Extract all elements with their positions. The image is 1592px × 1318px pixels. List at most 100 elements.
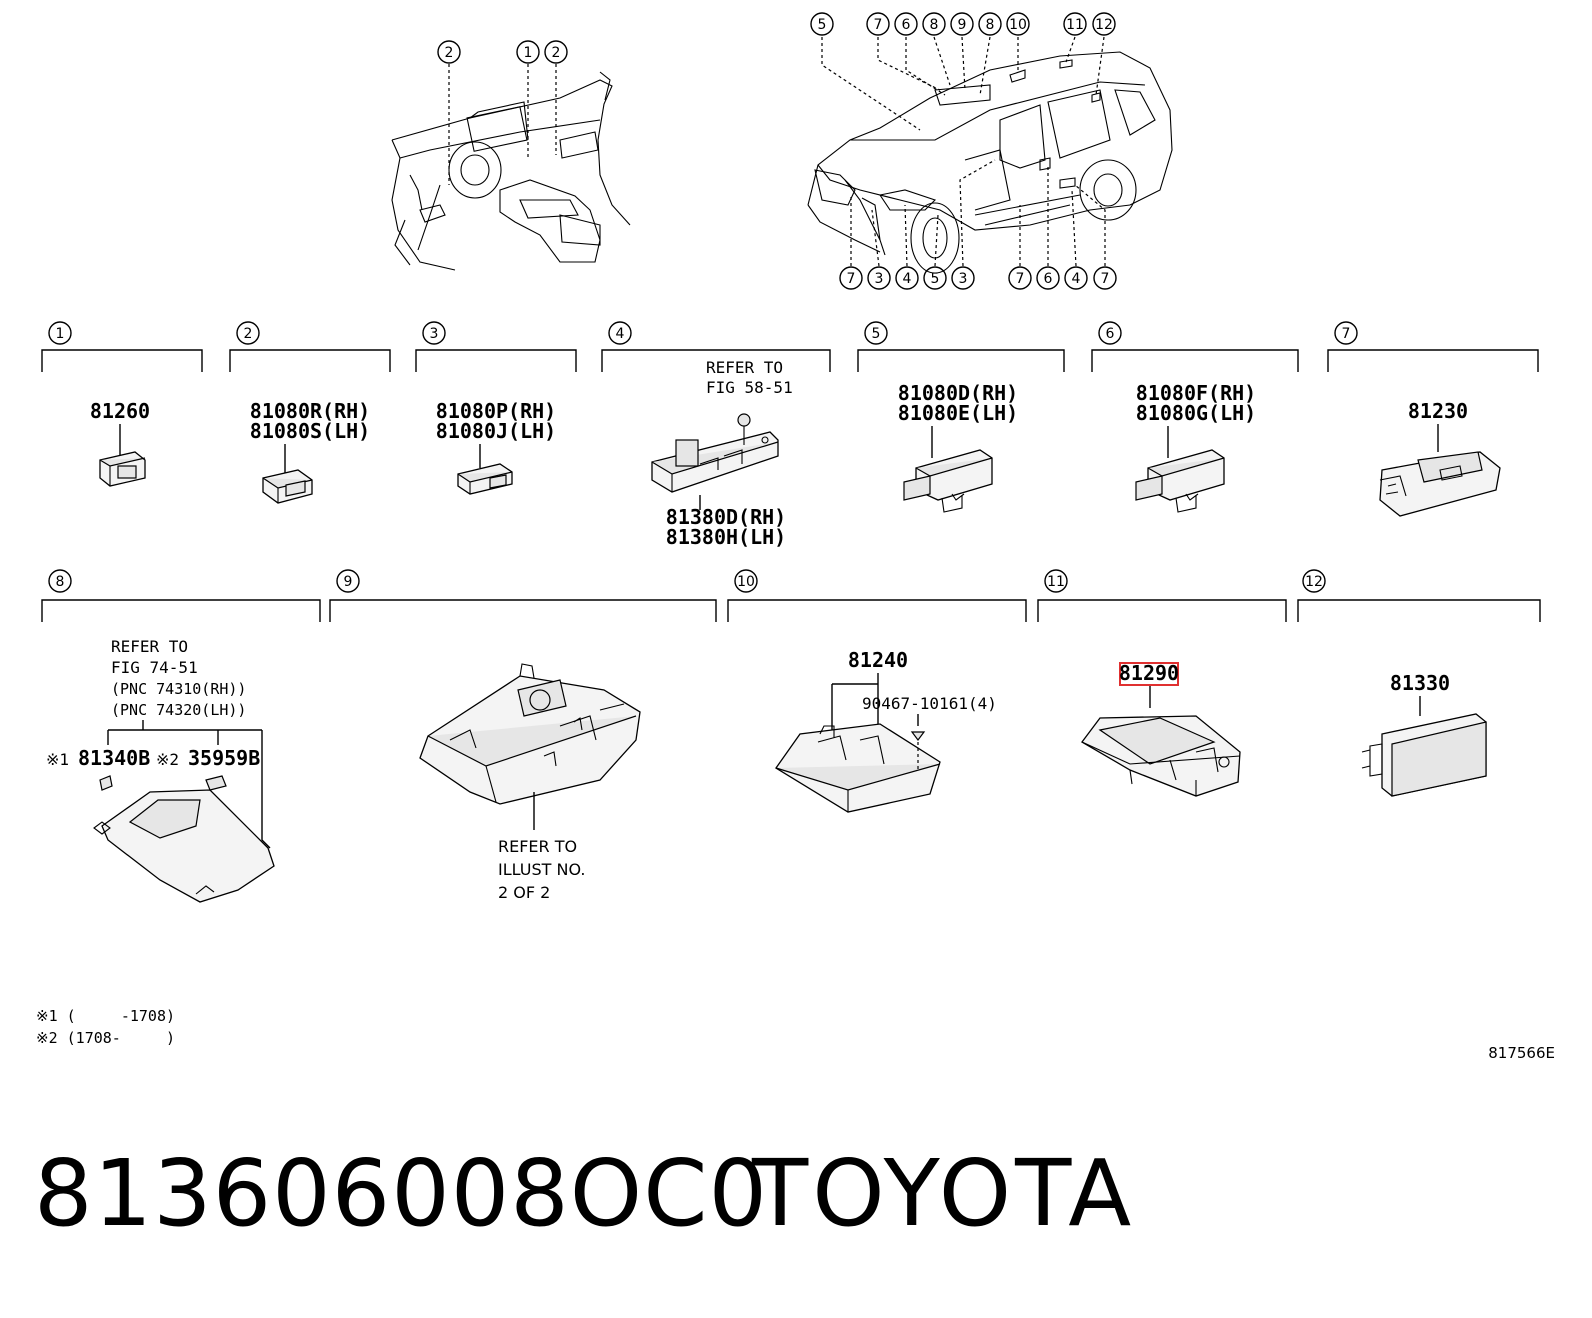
svg-text:10: 10 <box>737 574 755 590</box>
svg-text:1: 1 <box>524 45 533 61</box>
callout-badge: 6 <box>894 12 918 36</box>
interior-overview-drawing <box>391 71 631 271</box>
callout-badge: 3 <box>867 266 891 290</box>
part-number-81080D[interactable]: 81080D(RH) <box>898 381 1018 405</box>
svg-text:7: 7 <box>847 271 856 287</box>
group-3-part: 81080P(RH) 81080J(LH) <box>436 399 556 495</box>
svg-text:1: 1 <box>56 326 65 342</box>
part-number-35959B[interactable]: 35959B <box>188 746 260 770</box>
part-number-81240[interactable]: 81240 <box>848 648 908 672</box>
callout-badge: 9 <box>950 12 974 36</box>
row2-group-headers: 8 9 10 11 12 <box>41 569 1541 622</box>
svg-text:3: 3 <box>959 271 968 287</box>
part-number-81080P[interactable]: 81080P(RH) <box>436 399 556 423</box>
part-number-81290[interactable]: 81290 <box>1119 661 1179 685</box>
part-number-81230[interactable]: 81230 <box>1408 399 1468 423</box>
svg-text:4: 4 <box>903 271 912 287</box>
svg-text:4: 4 <box>1072 271 1081 287</box>
group-3-header: 3 <box>415 321 577 372</box>
figure-code: 817566E <box>1488 1044 1555 1062</box>
group-5-header: 5 <box>857 321 1065 372</box>
svg-text:2: 2 <box>445 45 454 61</box>
vehicle-top-callouts: 5 7 6 8 9 8 10 11 12 <box>810 12 1116 36</box>
callout-badge: 7 <box>1093 266 1117 290</box>
part-number-81260[interactable]: 81260 <box>90 399 150 423</box>
svg-text:11: 11 <box>1047 574 1065 590</box>
footer-brand: TOYOTA <box>752 1140 1136 1247</box>
svg-text:7: 7 <box>874 17 883 33</box>
part-81240-drawing <box>775 723 941 813</box>
svg-text:5: 5 <box>818 17 827 33</box>
callout-badge: 2 <box>544 40 568 64</box>
refer-fig-label[interactable]: FIG 74-51 <box>111 658 198 677</box>
part-number-81380H[interactable]: 81380H(LH) <box>666 525 786 549</box>
group-6-part: 81080F(RH) 81080G(LH) <box>1135 381 1256 513</box>
group-8-header: 8 <box>41 569 321 622</box>
svg-text:9: 9 <box>958 17 967 33</box>
group-11-part: 81290 <box>1081 661 1241 797</box>
footnotes: ※1 ( -1708) ※2 (1708- ) <box>36 1007 175 1047</box>
part-number-81080R[interactable]: 81080R(RH) <box>250 399 370 423</box>
highlight-box <box>1119 662 1179 686</box>
part-number-81080E[interactable]: 81080E(LH) <box>898 401 1018 425</box>
refer-pnc-lh: (PNC 74320(LH)) <box>111 701 246 719</box>
svg-text:7: 7 <box>1016 271 1025 287</box>
group-2-header: 2 <box>229 321 391 372</box>
group-7-part: 81230 <box>1379 399 1501 517</box>
part-number-81380D[interactable]: 81380D(RH) <box>666 505 786 529</box>
refer-illust-label[interactable]: ILLUST NO. <box>498 860 585 879</box>
part-number-90467-10161[interactable]: 90467-10161(4) <box>862 694 997 713</box>
part-81290-drawing <box>1081 715 1241 797</box>
callout-badge: 5 <box>810 12 834 36</box>
overhead-console-drawing <box>419 663 641 805</box>
svg-text:4: 4 <box>616 326 625 342</box>
svg-text:8: 8 <box>56 574 65 590</box>
part-81330-drawing <box>1361 713 1487 797</box>
svg-text:12: 12 <box>1305 574 1323 590</box>
svg-text:9: 9 <box>344 574 353 590</box>
footer-part-number: 813606008OC0 <box>34 1140 768 1247</box>
group-8-part: REFER TO FIG 74-51 (PNC 74310(RH)) (PNC … <box>46 637 275 903</box>
part-number-81330[interactable]: 81330 <box>1390 671 1450 695</box>
svg-text:5: 5 <box>931 271 940 287</box>
part-sun-visor-drawing <box>93 775 275 903</box>
callout-badge: 8 <box>922 12 946 36</box>
svg-text:6: 6 <box>1106 326 1115 342</box>
part-number-81080F[interactable]: 81080F(RH) <box>1136 381 1256 405</box>
callout-badge: 3 <box>951 266 975 290</box>
part-81080P-drawing <box>457 463 513 495</box>
part-81080D-drawing <box>903 449 993 513</box>
vehicle-exterior-drawing <box>807 51 1173 274</box>
part-81230-drawing <box>1379 451 1501 517</box>
callout-badge: 4 <box>895 266 919 290</box>
refer-to-label: REFER TO <box>111 637 188 656</box>
callout-badge: 4 <box>1064 266 1088 290</box>
group-6-header: 6 <box>1091 321 1299 372</box>
svg-text:8: 8 <box>930 17 939 33</box>
refer-illust-page: 2 OF 2 <box>498 883 550 902</box>
vehicle-bottom-callouts: 7 3 4 5 3 7 6 4 7 <box>839 266 1117 290</box>
svg-text:11: 11 <box>1066 17 1084 33</box>
footnote-1: ※1 ( -1708) <box>36 1007 175 1025</box>
part-number-81340B[interactable]: 81340B <box>78 746 150 770</box>
refer-pnc-rh: (PNC 74310(RH)) <box>111 680 246 698</box>
group-12-part: 81330 <box>1361 671 1487 797</box>
callout-badge: 12 <box>1092 12 1116 36</box>
part-81260-drawing <box>99 451 146 487</box>
part-number-81080G[interactable]: 81080G(LH) <box>1136 401 1256 425</box>
svg-text:7: 7 <box>1342 326 1351 342</box>
part-number-81080J[interactable]: 81080J(LH) <box>436 419 556 443</box>
callout-badge: 2 <box>437 40 461 64</box>
group-12-header: 12 <box>1297 569 1541 622</box>
refer-to-label: REFER TO <box>706 358 783 377</box>
svg-text:7: 7 <box>1101 271 1110 287</box>
callout-badge: 5 <box>923 266 947 290</box>
callout-badge: 1 <box>516 40 540 64</box>
part-number-81080S[interactable]: 81080S(LH) <box>250 419 370 443</box>
group-10-part: 81240 90467-10161(4) <box>775 648 997 813</box>
refer-fig-label[interactable]: FIG 58-51 <box>706 378 793 397</box>
applicability-mark-2: ※2 <box>156 750 179 769</box>
group-11-header: 11 <box>1037 569 1287 622</box>
svg-text:6: 6 <box>902 17 911 33</box>
